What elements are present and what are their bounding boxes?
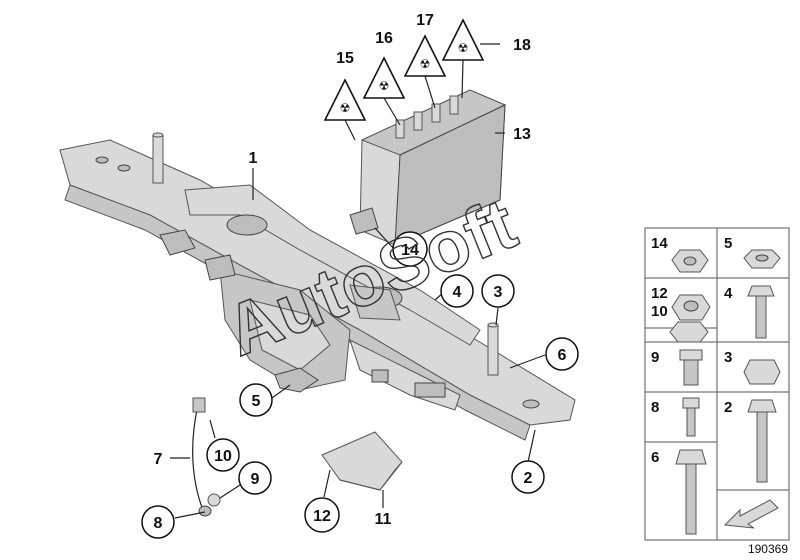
callout-12-ring <box>304 497 340 533</box>
short-bolt-head-icon <box>682 397 700 409</box>
callout-13: 13 <box>513 126 531 143</box>
triangle-glyph-17: ☢ <box>420 57 431 71</box>
callouts: 1 2 3 4 5 6 7 8 9 10 11 12 13 14 15 16 1… <box>141 12 579 539</box>
callout-14-ring <box>392 231 428 267</box>
callout-5-ring <box>239 383 273 417</box>
callout-16: 16 <box>375 30 393 47</box>
callout-4: 4 <box>453 284 462 301</box>
triangle-glyph-18: ☢ <box>458 41 469 55</box>
reference-number: 190369 <box>748 542 788 556</box>
callout-17: 17 <box>416 12 434 29</box>
legend-label-6: 6 <box>651 449 659 466</box>
callout-8-ring <box>141 505 175 539</box>
direction-arrow-icon <box>723 499 779 529</box>
fastener-legend: 14 5 12 4 10 9 3 8 2 <box>644 227 790 541</box>
legend-label-5: 5 <box>724 235 732 252</box>
subframe-assembly <box>59 132 576 441</box>
legend-label-14: 14 <box>651 235 668 252</box>
legend-label-10: 10 <box>651 303 668 320</box>
flange-bolt-shank-icon <box>685 463 697 535</box>
callout-9-ring <box>238 461 272 495</box>
flange-nut-icon-2 <box>669 321 709 343</box>
callout-10-ring <box>206 438 240 472</box>
triangle-glyph-15: ☢ <box>340 101 351 115</box>
legend-label-2: 2 <box>724 399 732 416</box>
triangle-glyph-16: ☢ <box>379 79 390 93</box>
legend-label-3: 3 <box>724 349 732 366</box>
callout-14: 14 <box>401 242 419 259</box>
sleeve-bolt-head-icon <box>679 349 703 361</box>
callout-6-ring <box>545 337 579 371</box>
legend-label-4: 4 <box>724 285 733 302</box>
legend-label-8: 8 <box>651 399 659 416</box>
callout-7: 7 <box>154 451 163 468</box>
callout-2-ring <box>511 460 545 494</box>
short-bolt-shank-icon <box>686 407 696 437</box>
callout-18: 18 <box>513 37 531 54</box>
hex-nut-icon <box>743 359 781 385</box>
callout-8: 8 <box>154 515 163 532</box>
flange-bolt-head-icon <box>675 449 707 465</box>
shield-plate <box>321 431 403 491</box>
legend-label-12: 12 <box>651 285 668 302</box>
callout-4-ring <box>440 274 474 308</box>
callout-3-ring <box>481 274 515 308</box>
callout-9: 9 <box>251 471 260 488</box>
long-bolt-shank-icon <box>756 411 768 483</box>
bolt-head-icon <box>747 285 775 297</box>
leader-lines <box>170 43 546 519</box>
callout-15: 15 <box>336 50 354 67</box>
callout-11: 11 <box>375 511 392 528</box>
bolt-shank-icon <box>755 295 767 339</box>
callout-12: 12 <box>313 508 331 525</box>
callout-2: 2 <box>524 470 533 487</box>
callout-6: 6 <box>558 347 567 364</box>
callout-10: 10 <box>214 448 232 465</box>
callout-5: 5 <box>252 393 261 410</box>
legend-cell-8 <box>644 391 718 443</box>
warning-triangles: ☢ ☢ ☢ ☢ <box>323 18 485 141</box>
sleeve-bolt-shank-icon <box>683 359 699 386</box>
legend-label-9: 9 <box>651 349 659 366</box>
callout-1: 1 <box>249 150 258 167</box>
control-unit <box>349 89 507 246</box>
ground-wire <box>192 397 221 517</box>
long-bolt-head-icon <box>747 399 777 413</box>
callout-3: 3 <box>494 284 503 301</box>
